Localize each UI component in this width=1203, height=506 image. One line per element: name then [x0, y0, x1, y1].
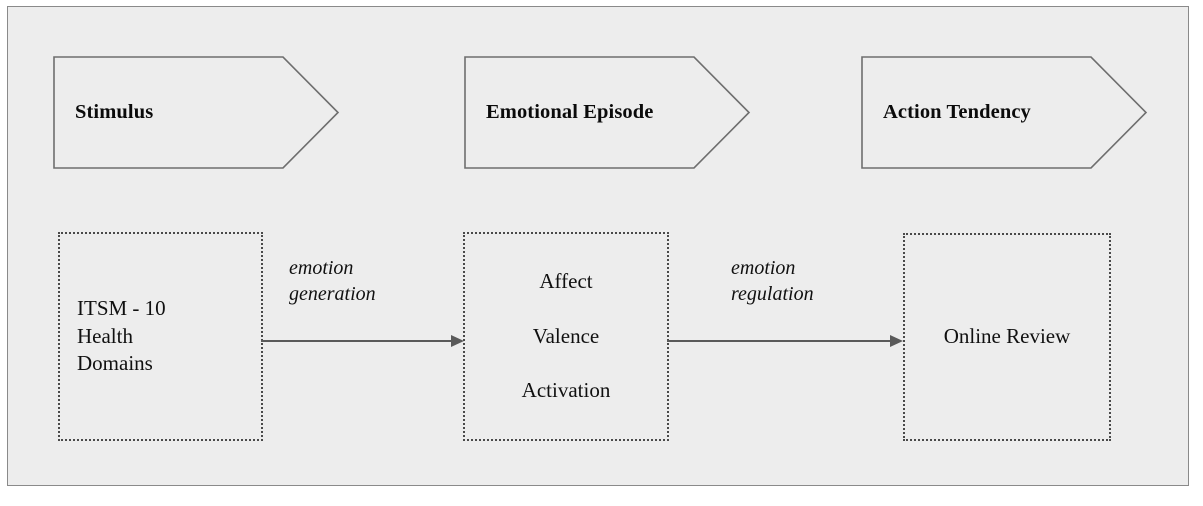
node-emotional-components: Affect Valence Activation — [463, 232, 669, 441]
node-line: Domains — [77, 351, 153, 376]
connector-label-line: emotion — [731, 257, 796, 279]
node-line: Valence — [532, 323, 600, 348]
node-line: Activation — [521, 378, 611, 403]
node-line: ITSM - 10 — [77, 295, 166, 320]
arrow-head-icon — [451, 335, 464, 347]
node-online-review: Online Review — [903, 233, 1111, 441]
arrow-head-icon — [890, 335, 903, 347]
node-line: Affect — [539, 268, 593, 293]
connector-label-emotion-regulation: emotion regulation — [731, 256, 814, 307]
connector-label-emotion-generation: emotion generation — [289, 256, 376, 307]
stage-label-emotional-episode: Emotional Episode — [486, 100, 654, 123]
stage-label-stimulus: Stimulus — [75, 100, 154, 123]
diagram-frame: Stimulus Emotional Episode Action Tenden… — [7, 6, 1189, 486]
chevron-shape-icon — [53, 56, 340, 169]
stage-label-action-tendency: Action Tendency — [883, 100, 1031, 123]
connector-emotion-generation — [261, 335, 464, 347]
connector-emotion-regulation — [667, 335, 903, 347]
connector-label-line: generation — [289, 282, 376, 305]
stage-chevron-action-tendency: Action Tendency — [861, 56, 1148, 169]
stage-chevron-stimulus: Stimulus — [53, 56, 340, 169]
node-itsm-health-domains: ITSM - 10 Health Domains — [58, 232, 263, 441]
stage-chevron-emotional-episode: Emotional Episode — [464, 56, 751, 169]
chevron-shape-icon — [464, 56, 751, 169]
arrow-shaft — [261, 340, 453, 342]
node-line: Online Review — [943, 324, 1071, 349]
connector-label-line: emotion — [289, 257, 354, 279]
arrow-shaft — [667, 340, 892, 342]
node-line: Health — [77, 323, 133, 348]
connector-label-line: regulation — [731, 282, 814, 305]
chevron-shape-icon — [861, 56, 1148, 169]
